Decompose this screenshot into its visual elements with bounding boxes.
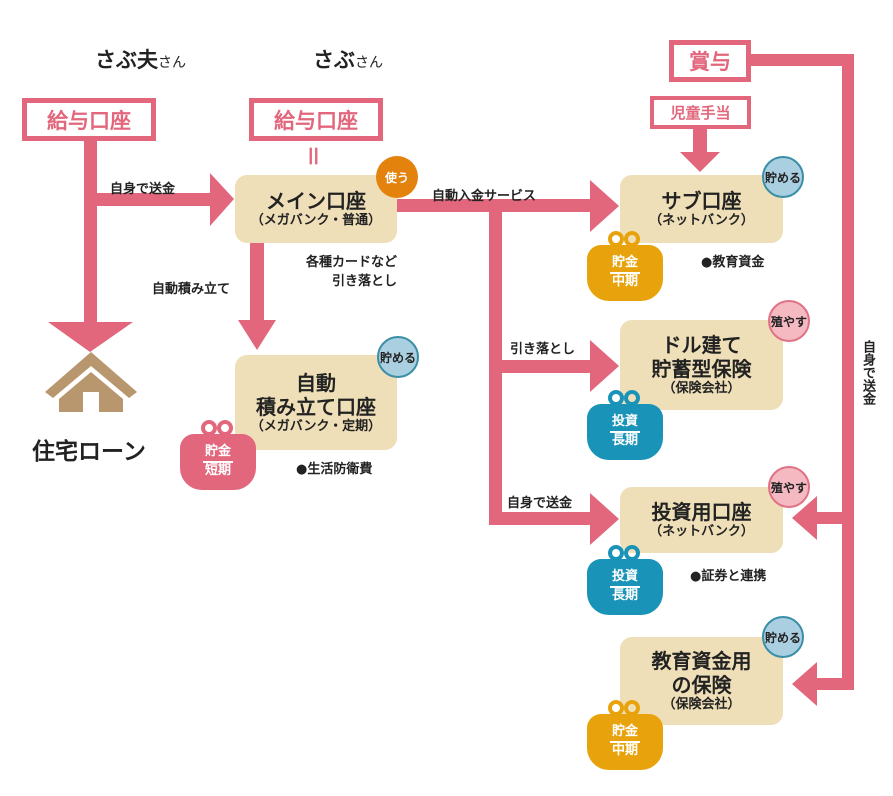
arrow-to-house <box>48 322 133 352</box>
note-emergency-fund: ●生活防衛費 <box>296 462 373 477</box>
education-insurance: 教育資金用の保険（保険会社） <box>620 637 783 725</box>
child-allowance-source: 児童手当 <box>650 96 751 129</box>
sub-account: サブ口座（ネットバンク） <box>620 175 783 243</box>
arrow-to-main-account <box>210 173 234 226</box>
arrow-to-investment-account <box>590 493 619 545</box>
badge-grow: 殖やす <box>768 300 810 342</box>
arrow-to-auto-saving <box>238 320 276 350</box>
bonus-source: 賞与 <box>669 40 751 82</box>
label-auto-deposit: 自動入金サービス <box>432 189 537 204</box>
husband-salary-account: 給与口座 <box>22 98 156 141</box>
label-auto-saving: 自動積み立て <box>152 282 231 297</box>
badge-use: 使う <box>376 156 418 198</box>
house-icon <box>45 352 137 412</box>
label-self-transfer-2: 自身で送金 <box>507 496 573 511</box>
arrow-bonus-to-investment <box>792 496 817 540</box>
arrow-to-dollar-insurance <box>590 340 619 392</box>
purse-icon-short: 貯金短期 <box>180 420 256 490</box>
label-debit: 引き落とし <box>510 342 576 357</box>
note-securities-link: ●証券と連携 <box>690 569 767 584</box>
arrow-to-sub-account <box>590 180 619 232</box>
wife-name: さぶさん <box>313 48 383 72</box>
wife-salary-account: 給与口座 <box>249 98 383 141</box>
equals-sign: ＝ <box>299 144 325 168</box>
label-self-transfer: 自身で送金 <box>110 182 176 197</box>
investment-account: 投資用口座（ネットバンク） <box>620 487 783 553</box>
purse-icon-long: 投資長期 <box>587 545 663 615</box>
arrow-from-child-allowance <box>680 152 720 172</box>
auto-saving-account: 自動積み立て口座（メガバンク・定期） <box>235 355 397 450</box>
mortgage-label: 住宅ローン <box>32 439 146 465</box>
arrow-bonus-to-education <box>792 662 817 706</box>
badge-grow: 殖やす <box>768 466 810 508</box>
label-self-transfer-vertical: 自身で送金 <box>860 340 875 405</box>
badge-save: 貯める <box>762 616 804 658</box>
note-education-fund: ●教育資金 <box>701 255 765 270</box>
purse-icon-mid: 貯金中期 <box>587 231 663 301</box>
main-account: メイン口座（メガバンク・普通） <box>235 175 397 243</box>
badge-save: 貯める <box>762 156 804 198</box>
husband-name: さぶ夫さん <box>95 48 186 72</box>
purse-icon-mid: 貯金中期 <box>587 700 663 770</box>
purse-icon-long: 投資長期 <box>587 390 663 460</box>
badge-save: 貯める <box>377 336 419 378</box>
label-card-debit: 各種カードなど引き落とし <box>305 255 397 289</box>
dollar-savings-insurance: ドル建て貯蓄型保険（保険会社） <box>620 320 783 410</box>
